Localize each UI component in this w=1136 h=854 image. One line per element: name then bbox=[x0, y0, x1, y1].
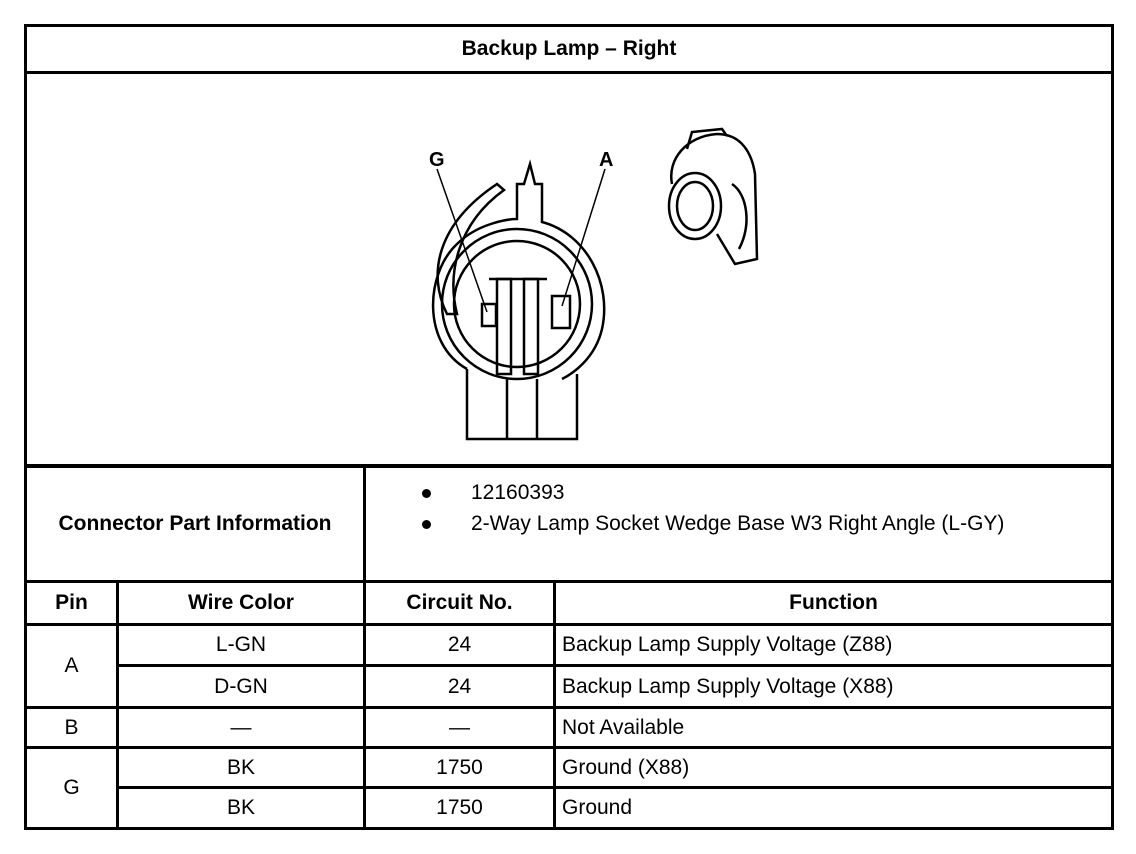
divider bbox=[119, 786, 1111, 789]
circuit-cell: 1750 bbox=[436, 755, 483, 779]
wire-exit-housing bbox=[465, 369, 579, 441]
center-rib-right bbox=[522, 277, 540, 376]
part-description: 2-Way Lamp Socket Wedge Base W3 Right An… bbox=[471, 512, 1005, 535]
function-cell: Ground (X88) bbox=[562, 755, 690, 779]
divider bbox=[363, 468, 366, 580]
wire-color-cell: BK bbox=[226, 796, 255, 819]
circuit-cell: 1750 bbox=[436, 796, 483, 819]
divider bbox=[27, 623, 1111, 626]
callout-g: G bbox=[429, 149, 445, 171]
divider bbox=[553, 583, 556, 827]
socket-iso-side bbox=[731, 182, 748, 250]
divider bbox=[116, 583, 119, 827]
wire-color-cell: L-GN bbox=[215, 633, 267, 656]
wire-color-cell: BK bbox=[226, 755, 255, 779]
function-cell: Backup Lamp Supply Voltage (Z88) bbox=[562, 633, 893, 656]
connector-info-label: Connector Part Information bbox=[58, 512, 332, 535]
pin-a: A bbox=[64, 654, 79, 677]
divider bbox=[119, 664, 1111, 667]
terminal-g bbox=[480, 302, 498, 328]
connector-figure: G A bbox=[27, 74, 1111, 464]
header-circuit-no: Circuit No. bbox=[406, 591, 513, 614]
function-cell: Ground bbox=[562, 796, 633, 819]
center-rib-left bbox=[495, 277, 513, 376]
header-pin: Pin bbox=[55, 591, 88, 614]
bullet-icon bbox=[422, 488, 431, 498]
circuit-cell: 24 bbox=[447, 633, 472, 656]
circuit-cell: 24 bbox=[447, 674, 472, 698]
header-function: Function bbox=[789, 591, 878, 614]
divider bbox=[27, 464, 1111, 468]
divider bbox=[27, 706, 1111, 709]
page-title: Backup Lamp – Right bbox=[461, 37, 677, 60]
connector-outer-circle bbox=[440, 227, 594, 381]
function-cell: Not Available bbox=[562, 715, 685, 739]
callout-a: A bbox=[599, 149, 613, 171]
divider bbox=[27, 580, 1111, 583]
leader-line-g bbox=[436, 168, 488, 313]
terminal-a bbox=[550, 294, 572, 330]
wire-exit-lines bbox=[505, 379, 539, 439]
pin-b: B bbox=[64, 715, 79, 739]
wire-color-cell: — bbox=[230, 715, 252, 739]
connector-latch bbox=[436, 182, 507, 316]
bullet-icon bbox=[422, 519, 431, 529]
socket-iso-body bbox=[669, 132, 759, 266]
connector-info-item: 12160393 bbox=[422, 479, 564, 507]
divider bbox=[363, 583, 366, 827]
divider bbox=[27, 71, 1111, 74]
divider bbox=[27, 746, 1111, 749]
header-wire-color: Wire Color bbox=[188, 591, 294, 614]
socket-iso-face-inner bbox=[675, 180, 715, 232]
function-cell: Backup Lamp Supply Voltage (X88) bbox=[562, 674, 894, 698]
connector-sheet: Backup Lamp – Right bbox=[24, 24, 1114, 830]
connector-outer-ring bbox=[431, 159, 606, 381]
part-number: 12160393 bbox=[471, 481, 565, 504]
circuit-cell: — bbox=[449, 715, 470, 739]
wire-color-cell: D-GN bbox=[214, 674, 268, 698]
connector-drawing: G A bbox=[429, 127, 759, 441]
socket-iso-top bbox=[685, 127, 729, 150]
connector-inner-circle bbox=[452, 239, 582, 369]
pin-g: G bbox=[63, 776, 80, 799]
socket-iso-face-outer bbox=[667, 171, 723, 241]
connector-info-item: 2-Way Lamp Socket Wedge Base W3 Right An… bbox=[422, 510, 1004, 538]
leader-line-a bbox=[561, 168, 606, 307]
